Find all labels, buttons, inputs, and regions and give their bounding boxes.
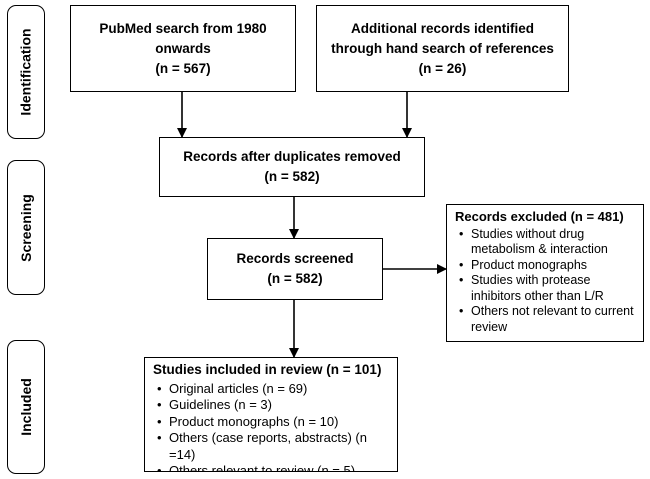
duplicates-removed-box: Records after duplicates removed (n = 58… xyxy=(159,137,425,197)
pubmed-search-box: PubMed search from 1980 onwards (n = 567… xyxy=(70,5,296,92)
included-item: Original articles (n = 69) xyxy=(157,381,389,398)
stage-screening-label: Screening xyxy=(18,193,35,262)
included-item: Guidelines (n = 3) xyxy=(157,397,389,414)
stage-included-label: Included xyxy=(18,378,34,436)
pubmed-line1: PubMed search from 1980 xyxy=(99,20,267,36)
excluded-list: Studies without drug metabolism & intera… xyxy=(455,227,635,336)
hand-search-line2: through hand search of references xyxy=(331,40,554,56)
pubmed-line2: onwards xyxy=(155,40,211,56)
included-list: Original articles (n = 69) Guidelines (n… xyxy=(153,381,389,472)
excluded-item: Product monographs xyxy=(459,258,635,274)
studies-included-box: Studies included in review (n = 101) Ori… xyxy=(144,357,398,472)
pubmed-count: (n = 567) xyxy=(155,60,211,76)
excluded-item: Studies with protease inhibitors other t… xyxy=(459,273,635,304)
hand-search-line1: Additional records identified xyxy=(350,20,534,36)
records-screened-box: Records screened (n = 582) xyxy=(207,238,383,300)
included-item: Others relevant to review (n = 5) xyxy=(157,463,389,471)
stage-identification-label: Identification xyxy=(18,28,34,116)
duplicates-count: (n = 582) xyxy=(264,169,320,184)
hand-search-box: Additional records identified through ha… xyxy=(316,5,569,92)
excluded-item: Others not relevant to current review xyxy=(459,304,635,335)
hand-search-count: (n = 26) xyxy=(418,60,467,76)
included-title: Studies included in review (n = 101) xyxy=(153,362,382,377)
screened-count: (n = 582) xyxy=(267,271,323,286)
stage-included: Included xyxy=(7,340,45,474)
included-item: Product monographs (n = 10) xyxy=(157,414,389,431)
stage-screening: Screening xyxy=(7,160,45,295)
screened-line1: Records screened xyxy=(236,251,354,266)
records-excluded-box: Records excluded (n = 481) Studies witho… xyxy=(446,204,644,342)
included-item: Others (case reports, abstracts) (n =14) xyxy=(157,430,389,463)
excluded-title: Records excluded (n = 481) xyxy=(455,209,624,224)
stage-identification: Identification xyxy=(7,5,45,139)
duplicates-line1: Records after duplicates removed xyxy=(183,149,401,164)
excluded-item: Studies without drug metabolism & intera… xyxy=(459,227,635,258)
